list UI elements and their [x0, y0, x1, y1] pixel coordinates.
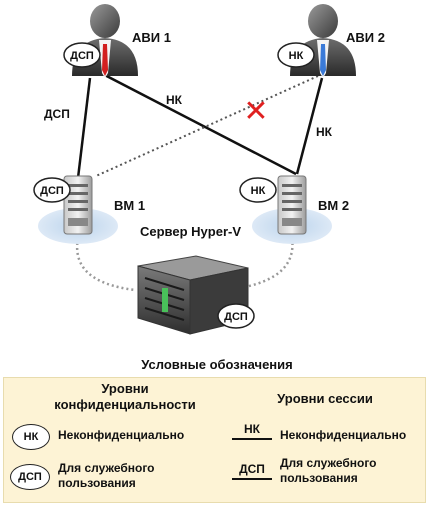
badge-vm2-label: НК — [251, 185, 266, 197]
badge-avi1 — [63, 42, 101, 68]
legend-line-nk — [232, 438, 272, 440]
user-avi1: ДСП АВИ 1 — [63, 4, 171, 78]
legend-line-text-dsp: Для служебного пользования — [280, 456, 377, 485]
badge-avi2 — [277, 42, 315, 68]
legend-line-label-dsp: ДСП — [239, 462, 265, 476]
vm-2: НК ВМ 2 — [239, 175, 349, 244]
vm-1-name: ВМ 1 — [114, 198, 145, 213]
legend-badge-dsp: ДСП — [10, 464, 50, 490]
link-avi1-vm2 — [94, 68, 297, 176]
link-vm1-server — [75, 237, 136, 292]
link-label-avi1-vm2: НК — [166, 93, 183, 107]
link-avi2-vm1-blocked — [95, 75, 319, 177]
user-avi1-name: АВИ 1 — [132, 30, 171, 45]
vm-1: ДСП ВМ 1 — [33, 175, 145, 244]
hyperv-server: ДСП — [137, 255, 255, 335]
badge-vm1-label: ДСП — [40, 185, 64, 197]
link-avi2-vm2 — [295, 77, 324, 175]
blocked-link-x-icon: ✕ — [243, 94, 268, 129]
badge-server — [217, 303, 255, 329]
vm-2-name: ВМ 2 — [318, 198, 349, 213]
legend-left-header: Уровни конфиденциальности — [54, 381, 196, 412]
legend-line-text-nk: Неконфиденциально — [280, 428, 407, 442]
user-avi2-name: АВИ 2 — [346, 30, 385, 45]
tie-icon — [102, 44, 108, 76]
badge-server-label: ДСП — [224, 311, 248, 323]
badge-vm1 — [33, 177, 71, 203]
badge-avi1-label: ДСП — [70, 50, 94, 62]
server-name: Сервер Hyper-V — [140, 224, 241, 239]
legend-text-nk: Неконфиденциально — [58, 428, 185, 442]
user-avi2: НК АВИ 2 — [277, 4, 385, 78]
legend-box — [3, 377, 426, 503]
legend-badge-nk: НК — [12, 424, 50, 450]
legend-text-dsp: Для служебного пользования — [58, 461, 155, 490]
legend-title: Условные обозначения — [141, 357, 293, 372]
legend-line-dsp — [232, 478, 272, 480]
badge-vm2 — [239, 177, 277, 203]
link-avi1-vm1 — [76, 77, 92, 179]
badge-avi2-label: НК — [289, 50, 304, 62]
tie-icon — [320, 44, 326, 76]
legend-right-header: Уровни сессии — [277, 391, 373, 406]
legend-line-label-nk: НК — [244, 422, 260, 436]
server-tower-icon — [63, 175, 93, 235]
link-label-avi2-vm2: НК — [316, 125, 333, 139]
server-tower-icon — [277, 175, 307, 235]
link-label-avi1-vm1: ДСП — [44, 107, 70, 121]
